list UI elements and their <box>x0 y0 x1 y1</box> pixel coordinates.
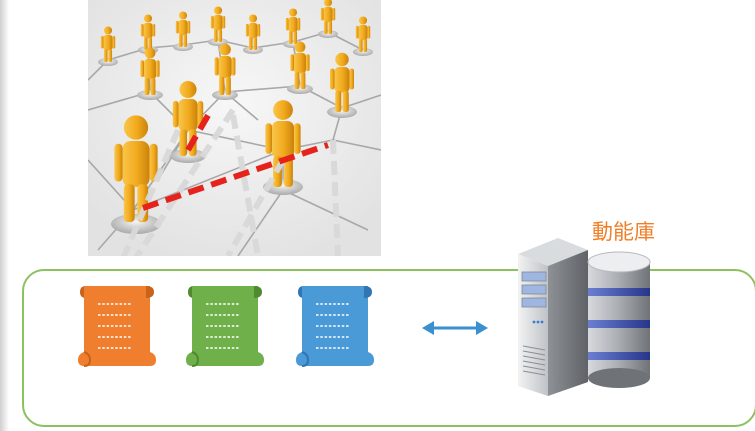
scroll-blue-icon <box>296 286 374 367</box>
scroll-bottom-roll <box>78 352 156 366</box>
highlight-link <box>142 110 329 211</box>
scroll-body <box>302 286 368 358</box>
document-scroll-blue <box>294 282 374 368</box>
scroll-body <box>84 286 150 358</box>
scroll-bottom-curl <box>83 351 92 367</box>
scroll-bottom-roll <box>296 352 374 366</box>
scroll-orange-icon <box>78 286 156 367</box>
people-network-illustration <box>88 0 381 256</box>
scroll-right-roll <box>146 286 154 298</box>
bidirectional-arrow-icon <box>422 321 488 335</box>
scroll-bottom-roll <box>186 352 264 366</box>
network-discs <box>98 30 373 234</box>
feed-arrows <box>120 108 341 256</box>
document-scroll-orange <box>76 282 156 368</box>
server-tower <box>518 238 588 396</box>
documents-panel <box>22 269 755 427</box>
people-figures <box>100 0 371 222</box>
server-database-icon <box>518 238 651 396</box>
database-cylinder <box>587 251 651 388</box>
database-label: 動能庫 <box>592 220 655 244</box>
scroll-body <box>192 286 258 358</box>
scroll-bottom-curl <box>301 351 310 367</box>
document-scroll-green <box>184 282 264 368</box>
scroll-bottom-curl <box>191 351 200 367</box>
scroll-right-roll <box>254 286 262 298</box>
scroll-green-icon <box>186 286 264 367</box>
left-edge-shadow <box>0 0 9 431</box>
scroll-right-roll <box>364 286 372 298</box>
